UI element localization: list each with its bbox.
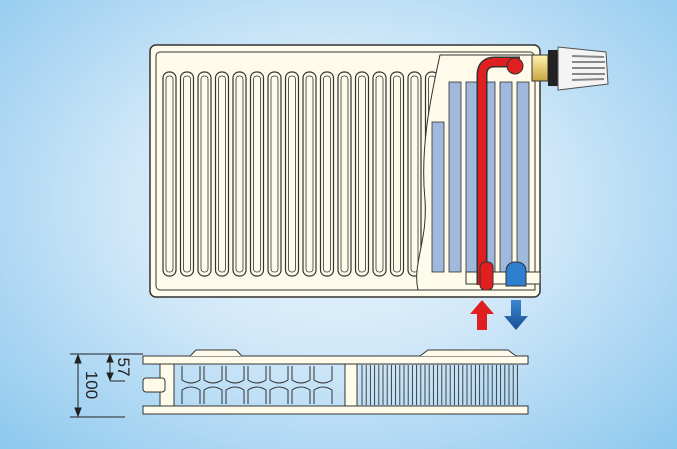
section-fin-top [203,366,223,384]
section-fin-top [247,366,267,384]
section-fin-bottom [313,386,333,404]
fin [319,71,335,277]
fin [372,71,387,277]
fin [267,71,282,277]
water-channel [499,81,513,273]
fin-inner [305,75,314,273]
section-fin-bottom [225,386,245,404]
section-fin-bottom [181,386,201,404]
fin-inner [235,75,244,273]
fin [197,71,212,277]
dimension-lines [70,353,143,418]
section-fin-bottom [269,386,289,404]
fin-inner [218,75,226,273]
fin-inner [288,75,296,273]
fin-inner [358,75,366,273]
section-fin-bottom [247,386,267,404]
section-convector-lines [361,365,518,405]
water-channel [431,121,445,273]
return-flow-arrow-icon [504,300,528,330]
fin [389,71,405,277]
fin-inner [200,75,209,273]
water-channel [448,81,462,273]
front-plate [142,355,529,365]
section-fin-bottom [203,386,223,404]
section-fin-top [225,366,245,384]
thermostat-ribs [571,55,605,81]
fin-inner [410,75,419,273]
section-fin-top [291,366,311,384]
valve-body [506,57,524,75]
fin-inner [340,75,349,273]
section-fin-top [313,366,333,384]
fin [214,71,230,277]
connection-height-label: 57 [114,358,133,377]
back-plate [142,405,529,415]
top-grille-right [419,349,517,357]
fin-inner [253,75,261,273]
thermostat-collar [548,50,558,86]
section-fins [181,366,333,404]
fin [354,71,370,277]
fin [249,71,265,277]
divider [344,363,358,407]
fin [232,71,247,277]
connection-stub [142,377,166,393]
fin-inner [183,75,191,273]
fin-inner [323,75,331,273]
water-channel [465,81,479,273]
section-fin-top [269,366,289,384]
return-connector [505,261,527,287]
fin [179,71,195,277]
supply-flow-arrow-icon [470,300,494,330]
section-fin-top [181,366,201,384]
depth-dimension-label: 100 [82,371,101,399]
radiator-section-view: 100 57 [70,349,529,418]
fin [407,71,422,277]
fin [162,71,177,277]
valve-insert [531,54,549,82]
fin [337,71,352,277]
supply-pipe [478,58,520,285]
fin-inner [393,75,401,273]
fin [284,71,300,277]
fin-inner [270,75,279,273]
top-grille-left [189,349,243,357]
water-channel [516,81,530,273]
fin-inner [375,75,384,273]
radiator-front-view [149,44,609,330]
section-fin-bottom [291,386,311,404]
fin [302,71,317,277]
supply-connector [479,261,494,291]
fin-inner [165,75,174,273]
